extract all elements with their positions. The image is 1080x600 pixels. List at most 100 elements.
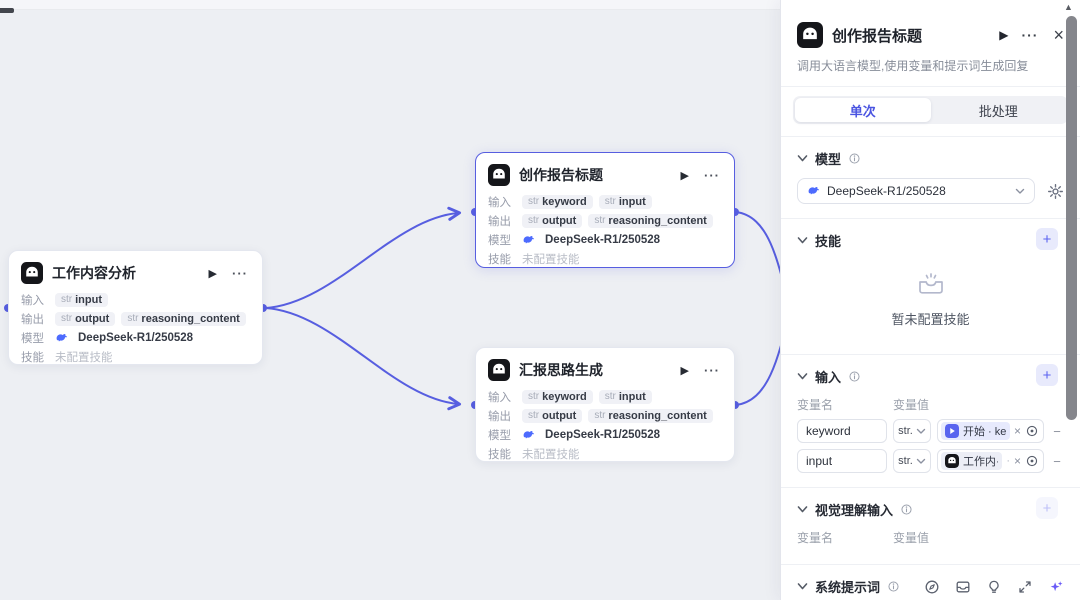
skill-value: 未配置技能	[522, 253, 580, 266]
column-header: 变量名	[797, 398, 834, 412]
start-node-icon	[945, 424, 959, 438]
more-icon[interactable]: ···	[232, 265, 248, 281]
lightbulb-icon[interactable]	[986, 579, 1002, 595]
empty-skill-text: 暂未配置技能	[891, 312, 970, 327]
model-select[interactable]: DeepSeek-R1/250528	[797, 178, 1035, 204]
scroll-up-arrow[interactable]: ▲	[1064, 2, 1073, 12]
locate-icon[interactable]	[1025, 454, 1039, 468]
tab-single[interactable]: 单次	[795, 98, 931, 122]
variable-name-input[interactable]	[797, 419, 887, 443]
separator-dot: ·	[1006, 455, 1010, 467]
variable-type-select[interactable]: str.	[893, 419, 931, 443]
compass-icon[interactable]	[924, 579, 940, 595]
field-label: 技能	[488, 448, 511, 461]
add-vision-input-button[interactable]: +	[1036, 497, 1058, 519]
run-node-icon[interactable]: ▶	[208, 267, 217, 280]
variable-type-select[interactable]: str.	[893, 449, 931, 473]
model-value: DeepSeek-R1/250528	[545, 233, 661, 246]
panel-subtitle: 调用大语言模型,使用变量和提示词生成回复	[797, 59, 1029, 73]
locate-icon[interactable]	[1025, 424, 1039, 438]
info-icon	[849, 153, 860, 164]
expand-icon[interactable]	[1017, 579, 1033, 595]
section-label: 模型	[815, 152, 842, 167]
field-label: 技能	[488, 253, 511, 266]
field-label: 输出	[21, 313, 44, 326]
run-node-icon[interactable]: ▶	[680, 169, 689, 182]
bot-icon	[945, 454, 959, 468]
ai-optimize-icon[interactable]	[1048, 579, 1064, 595]
chevron-down-icon[interactable]	[797, 372, 808, 381]
panel-header: 创作报告标题 ▶ ··· × 调用大语言模型,使用变量和提示词生成回复	[781, 0, 1080, 86]
mode-tabs: 单次 批处理	[781, 86, 1080, 136]
corner-fragment	[0, 8, 14, 13]
remove-row-icon[interactable]: −	[1053, 423, 1061, 439]
field-label: 输入	[21, 294, 44, 307]
scrollbar-thumb[interactable]	[1066, 16, 1077, 420]
variable-name-input[interactable]	[797, 449, 887, 473]
vision-input-section: 视觉理解输入 + 变量名 变量值	[781, 487, 1080, 564]
field-label: 技能	[21, 351, 44, 364]
field-label: 输出	[488, 215, 511, 228]
close-icon[interactable]: ×	[1053, 25, 1064, 45]
field-label: 模型	[488, 234, 511, 247]
bot-icon	[488, 359, 510, 381]
deepseek-icon	[523, 235, 535, 243]
field-label: 模型	[21, 332, 44, 345]
deepseek-icon	[523, 430, 535, 438]
section-label: 输入	[815, 370, 842, 385]
info-icon	[849, 371, 860, 382]
add-skill-button[interactable]: +	[1036, 228, 1058, 250]
edge-path[interactable]	[265, 307, 462, 411]
remove-row-icon[interactable]: −	[1053, 453, 1061, 469]
deepseek-icon	[808, 187, 820, 195]
more-icon[interactable]: ···	[704, 362, 720, 378]
field-label: 模型	[488, 429, 511, 442]
run-node-icon[interactable]: ▶	[999, 28, 1009, 42]
gear-icon[interactable]	[1047, 183, 1064, 200]
deepseek-icon	[56, 333, 68, 341]
model-value: DeepSeek-R1/250528	[78, 331, 194, 344]
column-header: 变量名	[797, 531, 834, 545]
variable-value-select[interactable]: 开始 · key··· ×	[937, 419, 1044, 443]
clear-icon[interactable]: ×	[1013, 454, 1021, 468]
chevron-down-icon[interactable]	[797, 505, 808, 514]
prompt-library-icon[interactable]	[955, 579, 971, 595]
chevron-down-icon[interactable]	[797, 236, 808, 245]
info-icon	[901, 504, 912, 515]
add-input-button[interactable]: +	[1036, 364, 1058, 386]
bot-icon	[21, 262, 43, 284]
chevron-down-icon[interactable]	[797, 154, 808, 163]
run-node-icon[interactable]: ▶	[680, 364, 689, 377]
system-prompt-section: 系统提示词	[781, 564, 1080, 600]
input-section: 输入 + 变量名 变量值 str. 开始 · key···	[781, 354, 1080, 487]
chevron-down-icon	[916, 428, 926, 434]
panel-title: 创作报告标题	[832, 27, 923, 45]
input-row: str. 工作内··· · × −	[797, 449, 1064, 473]
variable-value-select[interactable]: 工作内··· · ×	[937, 449, 1044, 473]
more-icon[interactable]: ···	[1021, 27, 1039, 43]
section-label: 视觉理解输入	[815, 503, 894, 518]
node-title: 创作报告标题	[519, 167, 603, 183]
chevron-down-icon	[916, 458, 926, 464]
skill-value: 未配置技能	[522, 448, 580, 461]
tab-batch[interactable]: 批处理	[978, 103, 1018, 119]
clear-icon[interactable]: ×	[1013, 424, 1021, 438]
section-label: 系统提示词	[815, 580, 881, 595]
field-label: 输入	[488, 196, 511, 209]
edge-path[interactable]	[265, 206, 462, 309]
chevron-down-icon[interactable]	[797, 582, 808, 591]
more-icon[interactable]: ···	[704, 167, 720, 183]
